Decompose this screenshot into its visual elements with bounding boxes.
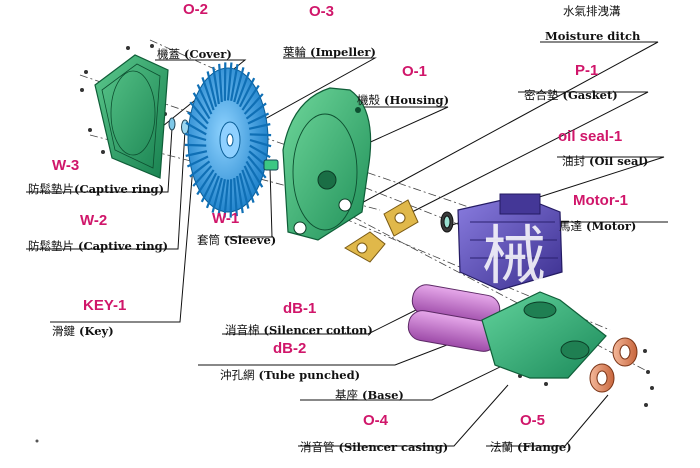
- part-sleeve-shape: [263, 159, 279, 171]
- impeller-blade: [223, 179, 230, 218]
- part-gasket-shape: [344, 199, 419, 263]
- label-housing: 機殼 (Housing): [357, 93, 450, 107]
- impeller-blade: [247, 155, 267, 179]
- impeller-blade: [211, 177, 223, 213]
- impeller-blade: [236, 175, 244, 214]
- leader-gasket: [409, 91, 649, 214]
- impeller-blade: [243, 165, 260, 196]
- leader-db1: [222, 307, 421, 335]
- label-motor-code: Motor-1: [573, 192, 628, 209]
- impeller-blade: [249, 138, 272, 148]
- watermark-text: 械: [482, 220, 546, 294]
- impeller-blade: [247, 112, 270, 125]
- label-oilseal: 油封 (Oil seal): [562, 154, 649, 168]
- leader-moisture: [357, 41, 659, 206]
- impeller-blade: [212, 66, 220, 105]
- label-w2-code: W-2: [80, 212, 108, 229]
- label-oilseal-code: oil seal-1: [558, 128, 623, 145]
- label-db1-code: dB-1: [283, 300, 317, 317]
- part-oilseal-shape: [440, 211, 454, 233]
- impeller-blade: [186, 155, 209, 168]
- impeller-blade: [241, 84, 260, 111]
- label-key: 滑鍵 (Key): [52, 324, 114, 338]
- impeller-blade: [189, 160, 211, 178]
- label-db2: 沖孔網 (Tube punched): [220, 368, 361, 382]
- leader-o5: [486, 394, 609, 447]
- label-o5-code: O-5: [520, 412, 546, 429]
- part-motor-shape: [457, 193, 563, 291]
- label-impeller: 葉輪 (Impeller): [283, 45, 376, 59]
- label-w1: 套筒 (Sleeve): [197, 233, 277, 247]
- label-cover: 機蓋 (Cover): [157, 47, 232, 61]
- impeller-blade: [245, 160, 264, 188]
- label-w2: 防鬆墊片 (Captive ring): [28, 239, 169, 253]
- impeller-blade: [241, 169, 255, 204]
- impeller-blade: [185, 150, 208, 157]
- impeller-blade: [192, 92, 211, 120]
- impeller-blade: [196, 169, 215, 196]
- leader-w2: [26, 129, 186, 250]
- impeller-blade: [243, 93, 264, 115]
- impeller-blade: [238, 173, 250, 209]
- label-housing-code: O-1: [402, 63, 428, 80]
- impeller-blade: [236, 71, 251, 105]
- leader-w3: [26, 127, 173, 193]
- leader-w1: [224, 167, 273, 238]
- impeller-blade: [200, 172, 218, 203]
- impeller-blade: [206, 71, 218, 107]
- impeller-blade: [249, 133, 272, 137]
- impeller-blade: [184, 132, 207, 142]
- impeller-blade: [189, 101, 209, 125]
- label-base: 基座 (Base): [335, 388, 404, 402]
- part-cover-shape: [94, 54, 169, 179]
- label-o5: 法蘭 (Flange): [490, 440, 572, 454]
- impeller-blade: [245, 102, 267, 120]
- label-w3: 防鬆墊片(Captive ring): [28, 182, 165, 196]
- impeller-blade: [205, 175, 220, 209]
- label-db2-code: dB-2: [273, 340, 307, 357]
- impeller-blade: [248, 123, 271, 130]
- label-w3-code: W-3: [52, 157, 80, 174]
- impeller-blade: [217, 179, 226, 217]
- leader-housing: [334, 106, 449, 159]
- label-w1-code: W-1: [212, 210, 240, 227]
- impeller-blade: [230, 63, 239, 101]
- impeller-blade: [186, 111, 208, 130]
- label-db1: 消音棉 (Silencer cotton): [225, 323, 373, 337]
- label-gasket-code: P-1: [575, 62, 599, 79]
- part-housing-shape: [282, 87, 372, 241]
- label-motor: 馬達 (Motor): [559, 219, 637, 233]
- part-flange-shape: [589, 337, 638, 393]
- label-moisture-zh: 水氣排洩溝: [563, 4, 621, 18]
- part-base-shape: [481, 291, 607, 379]
- label-moisture-en: Moisture ditch: [545, 29, 641, 43]
- impeller-blade: [233, 67, 245, 103]
- impeller-blade: [238, 77, 256, 108]
- impeller-blade: [196, 84, 213, 115]
- label-gasket: 密合墊 (Gasket): [524, 88, 618, 102]
- impeller-blade: [233, 177, 238, 217]
- impeller-blade: [185, 121, 207, 136]
- leader-key: [50, 129, 197, 323]
- impeller-blade: [226, 62, 233, 101]
- corner-dot: [35, 439, 39, 443]
- leader-impeller: [244, 57, 377, 131]
- label-cover-code: O-2: [183, 1, 209, 18]
- impeller-blade: [249, 144, 271, 159]
- impeller-blade: [218, 63, 223, 103]
- label-impeller-code: O-3: [309, 3, 335, 20]
- leader-cover: [155, 59, 247, 131]
- impeller-blade: [201, 76, 215, 111]
- impeller-blade: [184, 143, 207, 147]
- impeller-blade: [192, 165, 213, 187]
- part-silencer-shape: [407, 284, 501, 352]
- label-o4-code: O-4: [363, 412, 389, 429]
- leader-o4: [298, 384, 509, 447]
- part-impeller-shape: [184, 62, 272, 218]
- label-o4: 消音管 (Silencer casing): [300, 440, 449, 454]
- label-key-code: KEY-1: [83, 297, 127, 314]
